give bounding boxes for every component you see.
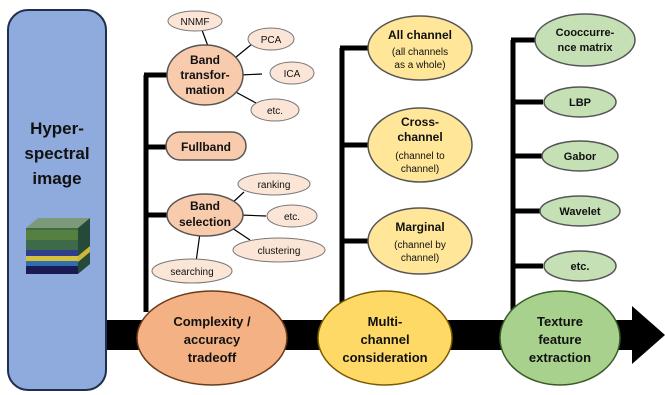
leaf-pca-label: PCA	[261, 35, 282, 46]
stage1-line-2: accuracy	[184, 332, 241, 347]
stage2-connectors	[339, 45, 370, 312]
leaf-ranking-label: ranking	[258, 180, 291, 191]
leaf-searching: searching	[151, 258, 233, 284]
stage2-bubble: Multi- channel consideration	[317, 290, 453, 386]
gabor-node: Gabor	[541, 140, 619, 172]
leaf-nnmf: NNMF	[167, 10, 223, 32]
marginal-title: Marginal	[395, 220, 444, 234]
fullband-node: Fullband	[165, 131, 247, 161]
cross-channel-desc-1: (channel to	[395, 151, 445, 162]
source-line-1: Hyper-	[30, 119, 84, 138]
band-selection-line-2: selection	[179, 215, 231, 229]
etc-texture-node: etc.	[543, 250, 617, 282]
stage3-bubble: Texture feature extraction	[499, 290, 621, 386]
marginal-desc-1: (channel by	[394, 240, 446, 251]
cross-channel-desc-2: channel)	[401, 164, 439, 175]
band-selection-node: Band selection	[166, 193, 244, 237]
leaf-pca: PCA	[247, 27, 295, 51]
hyperspectral-image-box: Hyper- spectral image	[7, 9, 107, 391]
stage2-line-1: Multi-	[368, 314, 403, 329]
band-transformation-line-1: Band	[190, 53, 220, 67]
leaf-ica: ICA	[269, 61, 315, 85]
stage1-connectors	[143, 72, 168, 312]
cross-channel-title-1: Cross-	[401, 115, 439, 129]
source-line-3: image	[32, 169, 81, 188]
band-transformation-line-2: transfor-	[180, 68, 229, 82]
etc-texture-label: etc.	[571, 261, 590, 273]
cooccurrence-node: Cooccurre- nce matrix	[534, 13, 636, 67]
stage2-line-3: consideration	[342, 350, 427, 365]
lbp-node: LBP	[543, 86, 617, 118]
leaf-nnmf-label: NNMF	[181, 17, 210, 28]
all-channel-desc-2: as a whole)	[394, 60, 445, 71]
leaf-searching-label: searching	[170, 267, 213, 278]
leaf-ranking: ranking	[237, 172, 311, 196]
leaf-etc-selection: etc.	[266, 204, 318, 228]
leaf-ica-label: ICA	[284, 69, 301, 80]
cooccurrence-line-2: nce matrix	[557, 42, 613, 54]
stage3-line-2: feature	[538, 332, 581, 347]
lbp-label: LBP	[569, 97, 591, 109]
stage3-line-1: Texture	[537, 314, 583, 329]
band-transformation-line-3: mation	[185, 83, 224, 97]
leaf-etc-transformation-label: etc.	[267, 106, 283, 117]
leaf-clustering: clustering	[232, 237, 326, 263]
leaf-clustering-label: clustering	[258, 246, 301, 257]
band-transformation-node: Band transfor- mation	[166, 44, 244, 106]
stage1-line-3: tradeoff	[188, 350, 237, 365]
cooccurrence-line-1: Cooccurre-	[556, 27, 615, 39]
gabor-label: Gabor	[564, 151, 597, 163]
fullband-label: Fullband	[181, 140, 231, 154]
stage3-connectors	[510, 37, 543, 312]
band-selection-line-1: Band	[190, 199, 220, 213]
marginal-desc-2: channel)	[401, 253, 439, 264]
leaf-etc-selection-label: etc.	[284, 212, 300, 223]
stage2-line-2: channel	[360, 332, 409, 347]
all-channel-title: All channel	[388, 28, 452, 42]
stage1-bubble: Complexity / accuracy tradeoff	[136, 290, 288, 386]
stage1-line-1: Complexity /	[173, 314, 251, 329]
cross-channel-node: Cross- channel (channel to channel)	[367, 107, 473, 183]
leaf-etc-transformation: etc.	[250, 98, 300, 122]
hyperspectral-cube-icon	[26, 218, 90, 274]
wavelet-node: Wavelet	[539, 195, 621, 227]
stage3-line-3: extraction	[529, 350, 591, 365]
all-channel-node: All channel (all channels as a whole)	[367, 15, 473, 81]
wavelet-label: Wavelet	[559, 206, 601, 218]
cross-channel-title-2: channel	[397, 130, 442, 144]
marginal-node: Marginal (channel by channel)	[367, 207, 473, 275]
all-channel-desc-1: (all channels	[392, 47, 448, 58]
source-line-2: spectral	[24, 144, 89, 163]
